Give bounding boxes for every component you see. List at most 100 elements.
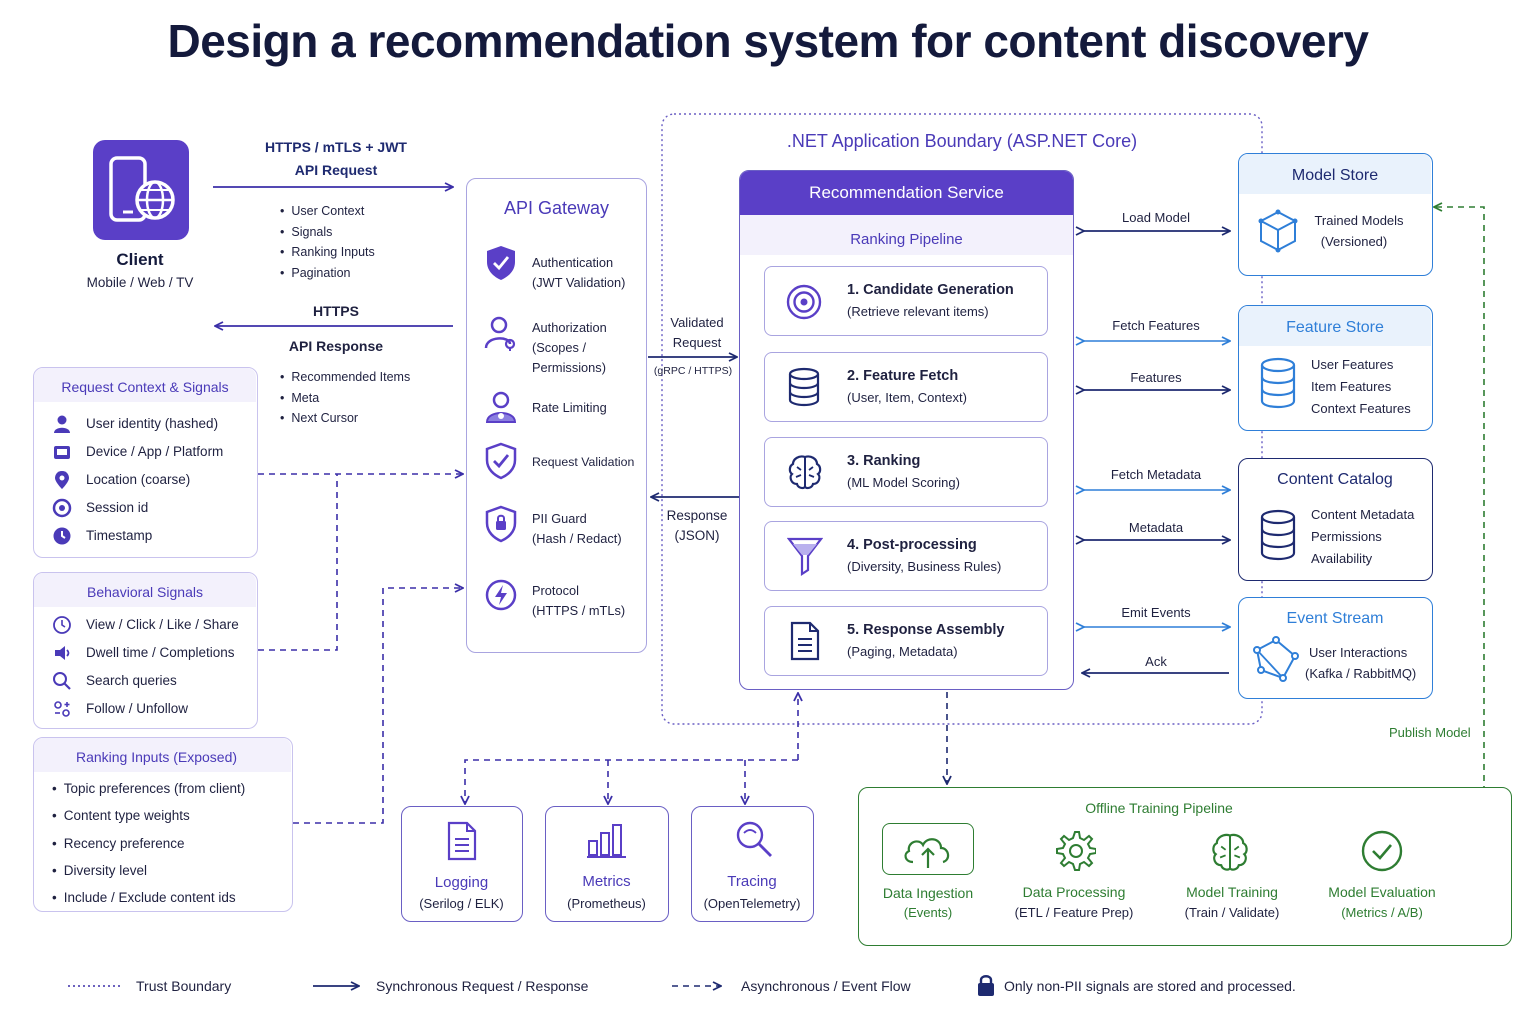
behavioral-item: View / Click / Like / Share [86,617,239,632]
protocol-bolt-icon [485,579,517,611]
service-title: Recommendation Service [809,183,1004,202]
log-file-icon [447,821,477,861]
behavioral-title: Behavioral Signals [87,584,203,600]
response-l1: Response [666,508,728,523]
load-model-label: Load Model [1122,210,1190,225]
request-bullets: User Context Signals Ranking Inputs Pagi… [280,201,375,284]
client-icon [93,140,189,240]
emit-events-label: Emit Events [1121,605,1191,620]
list-item: Ranking Inputs [280,242,374,263]
gateway-item-sub: (Hash / Redact) [532,531,622,546]
recommendation-service: Recommendation Service Ranking Pipeline [739,170,1074,690]
gateway-item-label: Request Validation [532,455,635,469]
stage-title: 3. Ranking [847,453,921,469]
gateway-item-sub: (HTTPS / mTLs) [532,603,626,618]
ranking-inputs-title: Ranking Inputs (Exposed) [75,749,238,765]
event-stream-l1: User Interactions [1309,645,1408,660]
content-catalog-items: Content Metadata Permissions Availabilit… [1311,504,1414,570]
clock-icon [53,527,71,545]
training-step-title: Model Evaluation [1328,884,1436,900]
stage-sub: (ML Model Scoring) [847,475,960,490]
lock-icon [978,975,994,996]
app-boundary-title: .NET Application Boundary (ASP.NET Core) [786,131,1138,151]
gateway-item-sub: (JWT Validation) [532,275,626,290]
request-context-item: Timestamp [86,528,153,543]
training-step-title: Model Training [1186,884,1278,900]
behavioral-item: Follow / Unfollow [86,701,189,716]
gateway-item: Protocol (HTTPS / mTLs) [532,581,625,621]
gateway-item: Authorization (Scopes / Permissions) [532,318,607,378]
training-step-sub: (ETL / Feature Prep) [1014,905,1134,920]
gateway-item: Authentication (JWT Validation) [532,253,625,293]
event-stream: Event Stream User Interactions (Kafka / … [1238,597,1433,699]
feature-store-items: User Features Item Features Context Feat… [1311,354,1411,420]
stage-response-assembly: 5. Response Assembly (Paging, Metadata) [764,606,1048,676]
cloud-upload-icon [882,823,974,875]
features-label: Features [1130,370,1182,385]
stage-sub: (Retrieve relevant items) [847,304,989,319]
device-icon [54,446,70,459]
gateway-item: PII Guard (Hash / Redact) [532,509,622,549]
tracing-title: Tracing [727,873,777,890]
validated-request-label: Validated Request [650,313,744,353]
legend-pii: Only non-PII signals are stored and proc… [1004,978,1296,994]
list-item: Next Cursor [280,408,410,429]
network-icon [1253,636,1299,682]
legend-sync: Synchronous Request / Response [376,978,589,994]
request-context-item: Device / App / Platform [86,444,224,459]
list-item: Recency preference [52,830,245,857]
legend-trust: Trust Boundary [136,978,232,994]
ack-label: Ack [1145,654,1167,669]
publish-model-label: Publish Model [1389,725,1471,740]
list-item: Item Features [1311,379,1392,394]
tracing-box: Tracing (OpenTelemetry) [691,806,814,922]
behavioral-item: Dwell time / Completions [86,645,235,660]
logging-title: Logging [434,874,489,891]
metadata-label: Metadata [1128,520,1184,535]
gear-icon [1056,831,1096,871]
logging-sub: (Serilog / ELK) [419,896,504,911]
request-context-item: Location (coarse) [86,472,191,487]
client-sub: Mobile / Web / TV [86,275,194,290]
feature-store-title: Feature Store [1286,319,1384,336]
fetch-features-label: Fetch Features [1112,318,1200,333]
training-step-sub: (Metrics / A/B) [1341,905,1423,920]
response-l2: (JSON) [674,528,720,543]
metrics-sub: (Prometheus) [567,896,646,911]
fetch-metadata-label: Fetch Metadata [1110,467,1202,482]
model-store-l1: Trained Models [1314,213,1404,228]
list-item: User Context [280,201,375,222]
training-step-sub: (Train / Validate) [1184,905,1280,920]
model-store: Model Store Trained Models (Versioned) [1238,153,1433,276]
gateway-item-label: Authentication [532,255,614,270]
list-item: Meta [280,388,410,409]
brain-icon [1212,833,1248,871]
gateway-item-sub: (Scopes / [532,340,587,355]
behavioral-signals-panel: Behavioral Signals View / Click / Like /… [33,572,258,729]
list-item: Pagination [280,263,375,284]
follow-icon [54,701,70,717]
list-item: Recommended Items [280,367,410,388]
model-store-l2: (Versioned) [1320,234,1388,249]
metrics-box: Metrics (Prometheus) [545,806,669,922]
dwell-icon [55,646,70,660]
database-icon [788,367,820,407]
check-circle-icon [1361,830,1403,872]
stage-title: 4. Post-processing [847,537,977,553]
training-step-title: Data Ingestion [882,885,974,901]
stage-ranking: 3. Ranking (ML Model Scoring) [764,437,1048,507]
brain-icon [788,455,822,490]
gateway-item: Rate Limiting [532,398,607,418]
event-stream-title: Event Stream [1286,610,1384,627]
gateway-item-sub: Permissions) [532,360,606,375]
eye-icon [53,616,71,634]
shield-check-icon [487,246,515,280]
database-icon [1260,509,1296,561]
request-context-panel: Request Context & Signals User identity … [33,367,258,558]
gateway-item-label: Rate Limiting [532,400,607,415]
training-step-sub: (Events) [903,905,953,920]
response-label: API Response [288,338,384,354]
search-icon [736,821,772,857]
gateway-item-label: Authorization [532,320,607,335]
gateway-item-label: PII Guard [532,511,587,526]
